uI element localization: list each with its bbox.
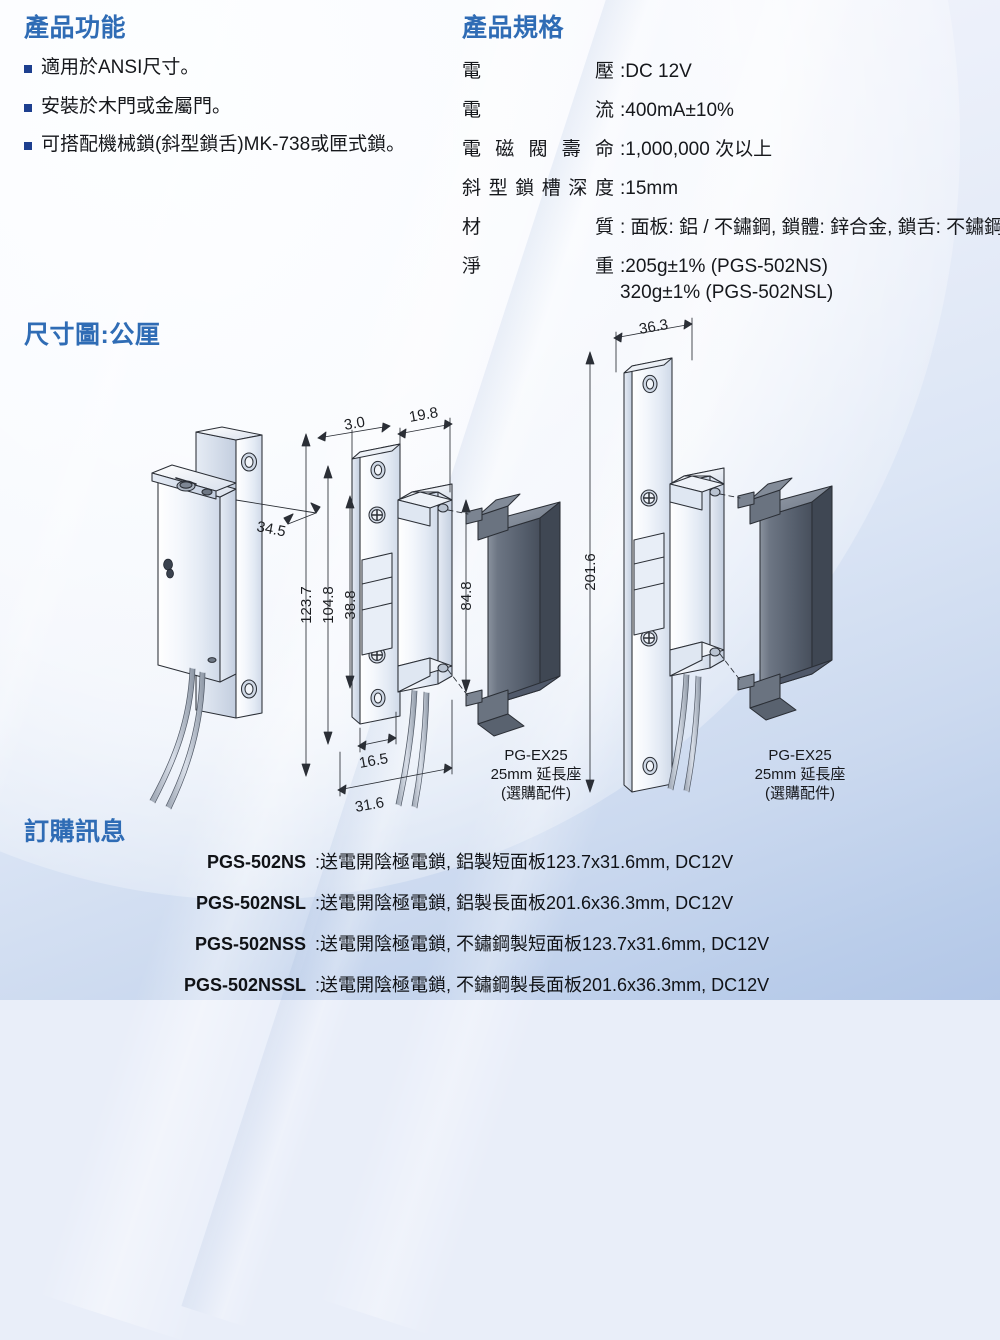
spec-row-material: 材質 : 面板: 鋁 / 不鏽鋼, 鎖體: 鋅合金, 鎖舌: 不鏽鋼	[462, 212, 1000, 239]
feature-text: 可搭配機械鎖(斜型鎖舌)MK-738或匣式鎖。	[41, 134, 406, 156]
spec-row-latch-depth: 斜型鎖槽深度 :15mm	[462, 173, 1000, 200]
ordering-heading: 訂購訊息	[24, 818, 127, 846]
accessory-left-code: PG-EX25	[504, 747, 567, 764]
spec-value-continuation: 320g±1% (PGS-502NSL)	[620, 282, 834, 303]
ordering-code: PGS-502NSL	[195, 893, 306, 913]
accessory-right-note: (選購配件)	[765, 785, 835, 802]
spec-row-current: 電流 :400mA±10%	[462, 95, 1000, 122]
ordering-description: :送電開陰極電鎖, 鋁製短面板123.7x31.6mm, DC12V	[315, 852, 734, 872]
dimension-drawing: 34.5	[149, 316, 846, 816]
short-faceplate-assembly	[351, 443, 401, 725]
dim-label-31-6: 31.6	[354, 794, 386, 816]
feature-text: 安裝於木門或金屬門。	[41, 95, 232, 117]
features-section: 產品功能 適用於ANSI尺寸。 安裝於木門或金屬門。 可搭配機械鎖(斜型鎖舌)M…	[24, 8, 405, 172]
spec-value: :205g±1% (PGS-502NS)	[620, 256, 828, 277]
spec-label: 斜型鎖槽深度	[462, 178, 614, 199]
ordering-list: PGS-502NS :送電開陰極電鎖, 鋁製短面板123.7x31.6mm, D…	[178, 848, 769, 1012]
spec-label: 材質	[462, 217, 614, 238]
dim-label-36-3: 36.3	[638, 316, 670, 338]
ordering-code: PGS-502NSSL	[183, 975, 306, 995]
spec-row-voltage: 電壓 :DC 12V	[462, 56, 1000, 83]
feature-item: 適用於ANSI尺寸。	[24, 56, 405, 81]
dim-label-123-7: 123.7	[298, 586, 315, 624]
dimension-lines	[301, 317, 693, 797]
dim-34-5	[235, 499, 321, 525]
dim-label-3-0: 3.0	[343, 414, 366, 434]
extension-block-right	[737, 477, 833, 721]
ordering-row: PGS-502NSS :送電開陰極電鎖, 不鏽鋼製短面板123.7x31.6mm…	[178, 930, 769, 956]
spec-value: : 面板: 鋁 / 不鏽鋼, 鎖體: 鋅合金, 鎖舌: 不鏽鋼	[620, 217, 1000, 238]
dim-label-84-8: 84.8	[458, 581, 475, 610]
feature-item: 安裝於木門或金屬門。	[24, 95, 405, 120]
specifications-heading: 產品規格	[462, 14, 565, 42]
spec-label: 電壓	[462, 61, 614, 82]
bullet-square-icon	[24, 103, 32, 112]
bullet-square-icon	[24, 65, 32, 73]
feature-text: 適用於ANSI尺寸。	[41, 57, 200, 78]
ordering-code: PGS-502NS	[206, 852, 306, 872]
features-list: 適用於ANSI尺寸。 安裝於木門或金屬門。 可搭配機械鎖(斜型鎖舌)MK-738…	[24, 56, 405, 158]
ordering-code: PGS-502NSS	[194, 934, 306, 954]
accessory-right-code: PG-EX25	[768, 747, 831, 764]
bullet-square-icon	[24, 142, 32, 151]
spec-row-net-weight: 淨重 :205g±1% (PGS-502NS)	[462, 251, 1000, 278]
spec-label: 淨重	[462, 256, 614, 277]
long-faceplate-assembly	[623, 357, 673, 793]
spec-label: 電流	[462, 100, 614, 121]
ordering-description: :送電開陰極電鎖, 鋁製長面板201.6x36.3mm, DC12V	[315, 893, 734, 913]
accessory-right-desc: 25mm 延長座	[755, 766, 846, 783]
spec-value: :400mA±10%	[620, 100, 734, 121]
spec-row-solenoid-life: 電磁閥壽命 :1,000,000 次以上	[462, 134, 1000, 161]
specifications-list: 電壓 :DC 12V 電流 :400mA±10% 電磁閥壽命 :1,000,00…	[462, 56, 1000, 304]
dim-label-34-5: 34.5	[255, 518, 287, 540]
ordering-row: PGS-502NSL :送電開陰極電鎖, 鋁製長面板201.6x36.3mm, …	[178, 889, 769, 915]
strike-keeper	[397, 483, 453, 693]
accessory-left-desc: 25mm 延長座	[491, 766, 582, 783]
features-heading: 產品功能	[24, 14, 127, 42]
lock-body-assembly	[151, 426, 263, 719]
ordering-description: :送電開陰極電鎖, 不鏽鋼製短面板123.7x31.6mm, DC12V	[315, 934, 770, 954]
specifications-section: 產品規格 電壓 :DC 12V 電流 :400mA±10% 電磁閥壽命 :1,0…	[462, 8, 1000, 304]
feature-item: 可搭配機械鎖(斜型鎖舌)MK-738或匣式鎖。	[24, 133, 405, 158]
strike-keeper-long	[669, 467, 725, 677]
dim-label-19-8: 19.8	[408, 404, 440, 426]
dim-label-16-5: 16.5	[358, 750, 390, 772]
ordering-description: :送電開陰極電鎖, 不鏽鋼製長面板201.6x36.3mm, DC12V	[315, 975, 770, 995]
ordering-row: PGS-502NS :送電開陰極電鎖, 鋁製短面板123.7x31.6mm, D…	[178, 848, 769, 874]
spec-value: :1,000,000 次以上	[620, 139, 773, 160]
spec-value: :DC 12V	[620, 61, 692, 82]
dimension-drawing-heading: 尺寸圖:公厘	[24, 321, 161, 349]
dim-label-38-8: 38.8	[342, 590, 359, 619]
spec-value: :15mm	[620, 178, 679, 199]
spec-label: 電磁閥壽命	[462, 139, 614, 160]
dim-label-201-6: 201.6	[582, 553, 599, 591]
accessory-left-note: (選購配件)	[501, 785, 571, 802]
dim-label-104-8: 104.8	[320, 586, 337, 624]
extension-block-left	[465, 493, 561, 737]
ordering-row: PGS-502NSSL :送電開陰極電鎖, 不鏽鋼製長面板201.6x36.3m…	[178, 971, 769, 997]
